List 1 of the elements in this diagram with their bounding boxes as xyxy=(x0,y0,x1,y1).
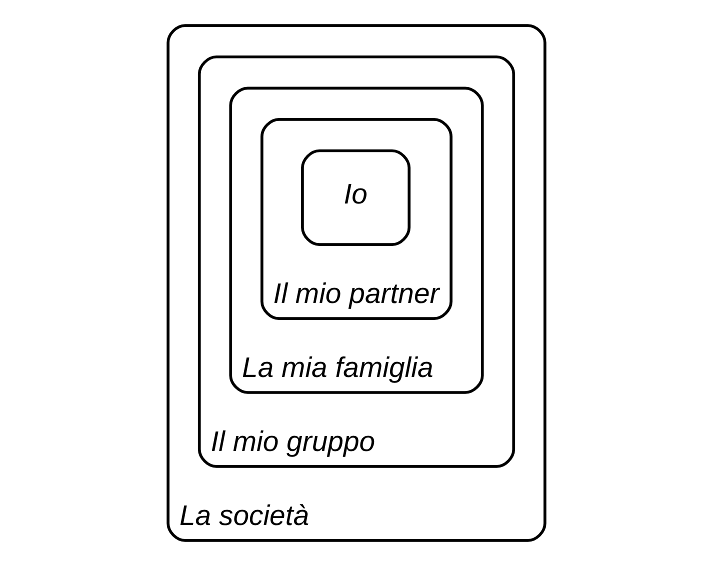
node-box: Io xyxy=(300,149,410,246)
